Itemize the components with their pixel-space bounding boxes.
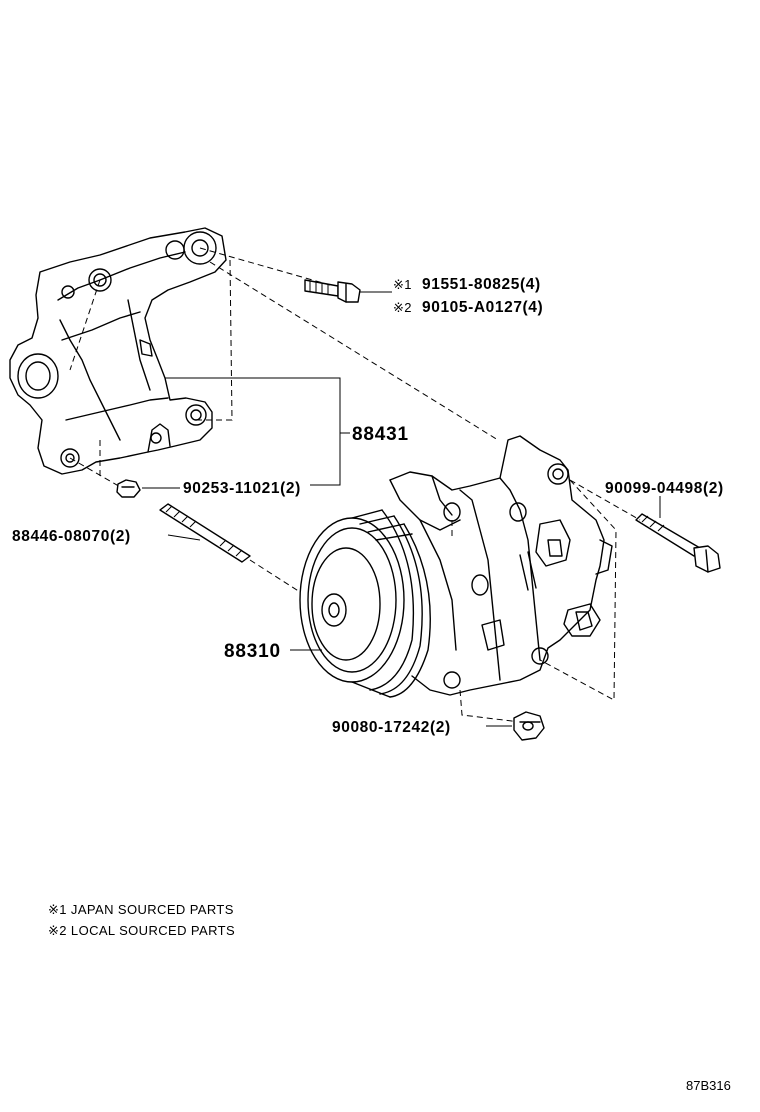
label-stud[interactable]: 88446-08070(2)	[12, 528, 131, 545]
label-compressor-nut[interactable]: 90080-17242(2)	[332, 719, 451, 736]
compressor-bolt[interactable]	[635, 513, 721, 573]
stud-guide-line	[249, 559, 301, 593]
stud-bolt[interactable]	[159, 503, 251, 563]
part-labels: ※1 91551-80825(4) ※2 90105-A0127(4) 8843…	[12, 276, 724, 736]
bracket-bolt[interactable]	[304, 279, 361, 303]
compressor-nut[interactable]	[513, 711, 545, 741]
ac-compressor[interactable]	[299, 435, 613, 698]
note-japan-sourced: ※1 JAPAN SOURCED PARTS	[48, 902, 234, 917]
leader-bracket	[165, 377, 341, 486]
label-bracket-nut[interactable]: 90253-11021(2)	[183, 480, 301, 497]
compressor-guide-lines	[451, 479, 641, 723]
bracket-nut[interactable]	[116, 479, 141, 498]
marker-local: ※2	[393, 300, 412, 315]
label-bracket[interactable]: 88431	[352, 424, 409, 445]
footnotes: ※1 JAPAN SOURCED PARTS ※2 LOCAL SOURCED …	[48, 902, 235, 938]
note-local-sourced: ※2 LOCAL SOURCED PARTS	[48, 923, 235, 938]
label-compressor[interactable]: 88310	[224, 641, 281, 662]
leader-stud	[167, 534, 201, 541]
marker-japan: ※1	[393, 277, 412, 292]
diagram-code: 87B316	[686, 1078, 731, 1093]
label-bolt-local[interactable]: 90105-A0127(4)	[422, 299, 543, 316]
label-bolt-japan[interactable]: 91551-80825(4)	[422, 276, 541, 293]
bracket-guide-lines	[69, 247, 499, 489]
compressor-bracket[interactable]	[9, 227, 227, 475]
label-compressor-bolt[interactable]: 90099-04498(2)	[605, 480, 724, 497]
